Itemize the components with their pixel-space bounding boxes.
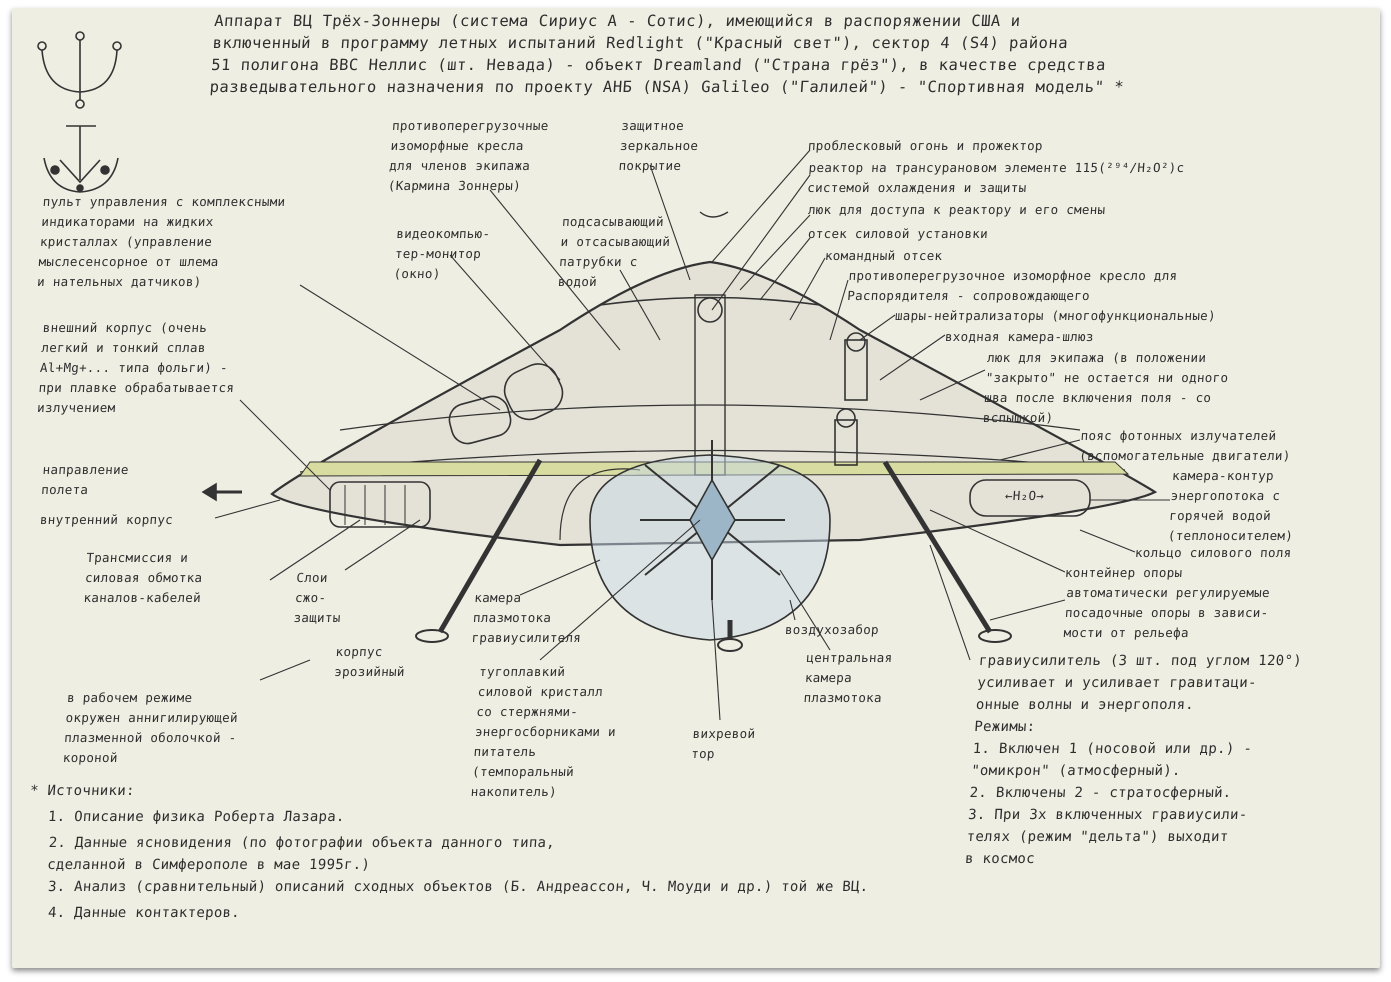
label-h2o: ←H₂O→ — [1004, 488, 1045, 503]
label-outer-hull: внешний корпус (очень легкий и тонкий сп… — [36, 320, 235, 415]
label-command-compartment: командный отсек — [824, 248, 943, 263]
source-item: 4. Данные контактеров. — [47, 905, 241, 921]
label-energy-chamber: камера-контур энергопотока с горячей вод… — [1167, 468, 1294, 543]
label-crew-hatch: люк для экипажа (в положении "закрыто" н… — [982, 350, 1229, 425]
leader-lines — [214, 149, 1170, 721]
label-control-console: пульт управления с комплексными индикато… — [36, 194, 286, 289]
central-dome — [589, 440, 831, 641]
source-item: 3. Анализ (сравнительный) описаний сходн… — [47, 879, 870, 895]
label-protection-layers: Слои сжо- защиты — [293, 570, 342, 625]
landing-legs — [415, 458, 1012, 652]
sirius-symbol-icon — [37, 31, 122, 109]
direction-arrow-icon — [201, 482, 242, 502]
label-mirror-coating: защитное зеркальное покрытие — [618, 118, 699, 173]
header-text: Аппарат ВЦ Трёх-Зоннеры (система Сириус … — [209, 12, 1125, 96]
label-photon-belt: пояс фотонных излучателей (вспомогательн… — [1078, 428, 1292, 463]
label-video-computer: видеокомпью- тер-монитор (окно) — [393, 226, 491, 281]
label-leg-container: контейнер опоры — [1064, 565, 1183, 580]
source-item: 2. Данные ясновидения (по фотографии объ… — [46, 835, 556, 873]
label-power-compartment: отсек силовой установки — [807, 226, 989, 241]
rotation-arrow-icon — [699, 211, 729, 218]
label-force-ring: кольцо силового поля — [1134, 545, 1293, 560]
label-central-chamber: центральная камера плазмотока — [803, 650, 894, 705]
source-item: 1. Описание физика Роберта Лазара. — [47, 809, 346, 825]
label-transmission: Трансмиссия и силовая обмотка каналов-ка… — [83, 550, 203, 605]
label-air-intake: воздухозабор — [784, 622, 880, 637]
label-neutralizer-spheres: шары-нейтрализаторы (многофункциональные… — [894, 308, 1217, 323]
label-gravity-amplifier: гравиусилитель (3 шт. под углом 120°) ус… — [964, 653, 1303, 867]
label-airlock: входная камера-шлюз — [944, 329, 1095, 344]
sources-title: * Источники: — [29, 783, 136, 799]
zonner-symbol-icon — [43, 125, 119, 193]
label-vortex-torus: вихревой тор — [690, 726, 756, 761]
label-inner-hull: внутренний корпус — [39, 512, 174, 527]
label-pipes: подсасывающий и отсасывающий патрубки с … — [557, 214, 671, 289]
label-reactor-hatch: люк для доступа к реактору и его смены — [807, 202, 1106, 217]
label-landing-legs: автоматически регулируемые посадочные оп… — [1063, 585, 1271, 640]
label-flight-direction: направление полета — [40, 462, 130, 497]
label-hull-shell: корпус эрозийный — [333, 644, 406, 679]
label-dispatcher-seat: противоперегрузочное изоморфное кресло д… — [846, 268, 1178, 303]
label-beacon: проблесковый огонь и прожектор — [807, 138, 1044, 153]
label-power-crystal: тугоплавкий силовой кристалл со стержням… — [470, 664, 617, 799]
label-plasma-corona: в рабочем режиме окружен аннигилирующей … — [62, 690, 239, 765]
label-reactor: реактор на трансурановом элементе 115(²⁹… — [806, 160, 1185, 195]
label-crew-seats: противоперегрузочные изоморфные кресла д… — [387, 118, 550, 193]
label-plasma-chamber: камера плазмотока гравиусилителя — [471, 590, 582, 645]
